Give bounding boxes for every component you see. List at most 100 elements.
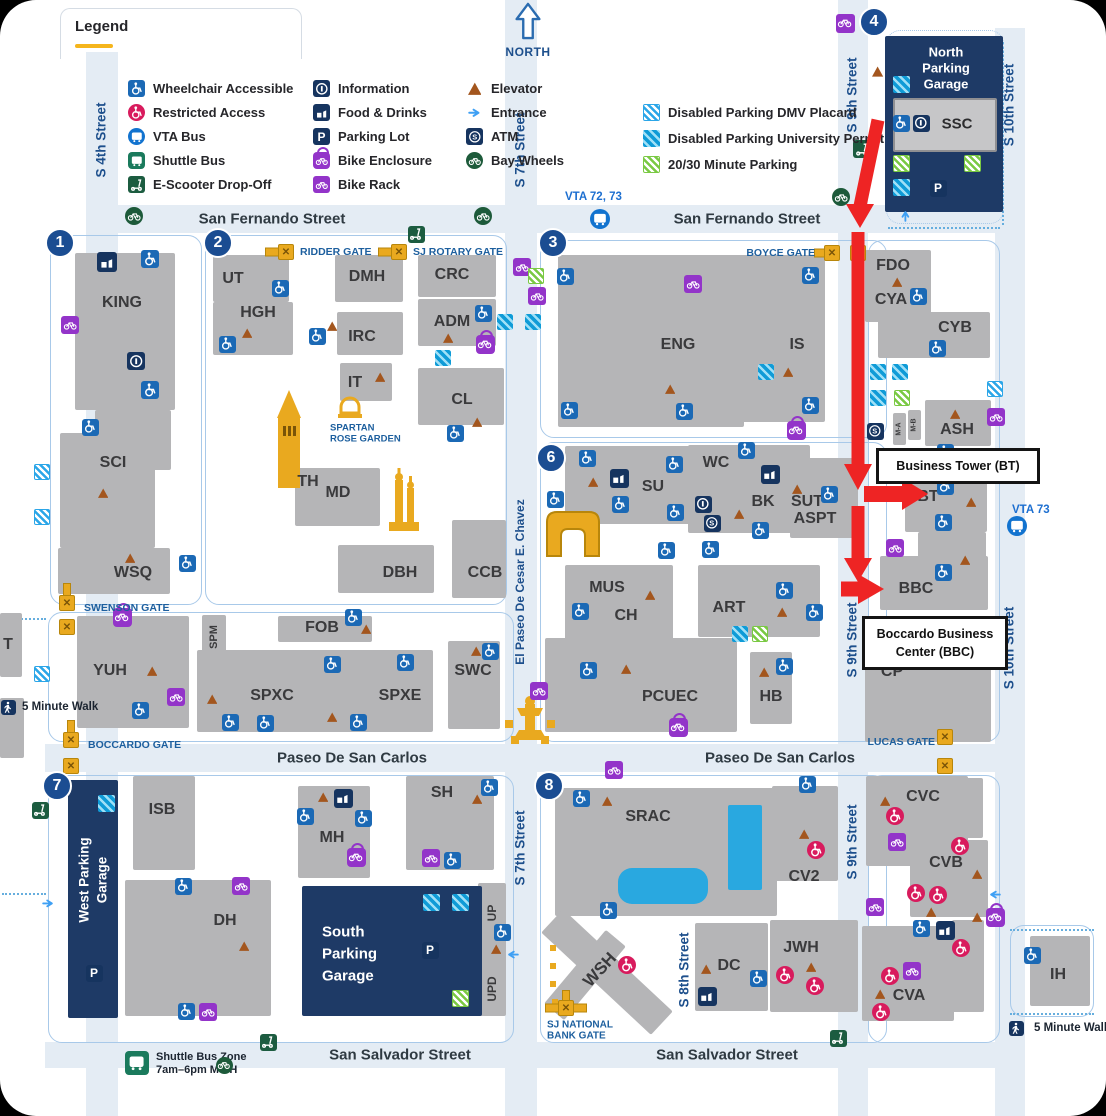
restricted-access-icon: [929, 886, 947, 904]
elevator-icon: [805, 961, 818, 974]
building-label: CVC: [906, 788, 940, 805]
wheelchair-accessible-icon: [571, 602, 589, 620]
wheelchair-accessible-icon: [820, 485, 838, 503]
elevator-icon: [733, 508, 746, 521]
wheelchair-accessible-icon: [221, 713, 239, 731]
bike-rack-icon: [605, 761, 623, 779]
elevator-icon: [326, 711, 339, 724]
north-indicator: NORTH: [505, 2, 551, 59]
wheelchair-accessible-icon: [493, 923, 511, 941]
20-30-minute-parking-icon: [451, 989, 469, 1007]
building-label: WSQ: [113, 564, 153, 581]
bike-rack-icon: [903, 962, 921, 980]
disabled-parking-university-permit-icon: [870, 364, 886, 380]
wheelchair-accessible-icon: [141, 381, 159, 399]
elevator-icon: [471, 793, 484, 806]
building-dbh: [338, 545, 434, 593]
elevator-icon: [879, 795, 892, 808]
map-label: SPARTAN: [330, 422, 375, 434]
building-label: DC: [717, 957, 741, 974]
building-label: IT: [347, 374, 363, 391]
building-label: SCI: [99, 454, 127, 471]
landmark-goldsq: [550, 974, 556, 987]
wheelchair-accessible-icon: [572, 789, 590, 807]
wheelchair-accessible-icon: [271, 279, 289, 297]
wheelchair-accessible-icon: [701, 540, 719, 558]
building-dmh: [335, 255, 403, 302]
building-label: MH: [319, 829, 345, 846]
building-label: SPXE: [378, 687, 422, 704]
building-label: M-A: [895, 422, 903, 436]
information-icon: [127, 352, 145, 370]
food-drinks-icon: [313, 104, 330, 121]
wheelchair-accessible-icon: [443, 851, 461, 869]
wheelchair-accessible-icon: [308, 327, 326, 345]
e-scooter-dropoff-icon: [829, 1029, 847, 1047]
wheelchair-accessible-icon: [296, 807, 314, 825]
wheelchair-accessible-icon: [81, 418, 99, 436]
entrance-arrow-icon: [987, 887, 1003, 903]
gate-label: BOCCARDO GATE: [88, 739, 182, 751]
wheelchair-accessible-icon: [775, 657, 793, 675]
wheelchair-accessible-icon: [666, 503, 684, 521]
elevator-icon: [700, 963, 713, 976]
atm-icon: S: [866, 422, 884, 440]
building-label: BK: [751, 493, 775, 510]
building-it: [340, 363, 392, 401]
legend-item: Information: [313, 80, 410, 97]
gate-bar: [573, 1003, 587, 1013]
bike-rack-icon: [232, 877, 250, 895]
bay-wheels-icon: [466, 152, 483, 169]
bike-enclosure-icon: [475, 329, 495, 354]
legend-item: Disabled Parking DMV Placard: [643, 104, 857, 121]
building-label: IRC: [348, 328, 376, 345]
building-label: ASPT: [793, 510, 837, 527]
wheelchair-accessible-icon: [912, 919, 930, 937]
building-t: [0, 613, 22, 677]
wheelchair-accessible-icon: [892, 114, 910, 132]
building-label: PCUEC: [641, 688, 699, 705]
legend-item: E-Scooter Drop-Off: [128, 176, 271, 193]
legend-item-label: Food & Drinks: [338, 105, 427, 120]
elevator-icon: [620, 663, 633, 676]
legend-item-label: ATM: [491, 129, 519, 144]
elevator-icon: [206, 693, 219, 706]
landmark-bell: [336, 396, 364, 418]
legend-item-label: Disabled Parking University Permit: [668, 131, 885, 146]
disabled-parking-university-permit-icon: [892, 178, 910, 196]
vta-bus-icon: [590, 209, 610, 229]
elevator-icon: [374, 371, 387, 384]
gate-icon: ✕: [558, 1000, 574, 1016]
wheelchair-accessible-icon: [737, 441, 755, 459]
building-label: SWC: [454, 662, 492, 679]
wheelchair-accessible-icon: [675, 402, 693, 420]
e-scooter-dropoff-icon: [31, 801, 49, 819]
elevator-icon: [776, 606, 789, 619]
legend-item: 20/30 Minute Parking: [643, 156, 797, 173]
building-label: SUT: [791, 493, 823, 510]
building-label: SRAC: [625, 808, 671, 825]
building-label: UT: [222, 270, 244, 287]
street-label: S 10th Street: [1001, 63, 1017, 147]
wheelchair-accessible-icon: [749, 969, 767, 987]
restricted-access-icon: [951, 837, 969, 855]
food-drinks-icon: [760, 464, 780, 484]
elevator-icon: [758, 666, 771, 679]
building-label: FDO: [876, 257, 910, 274]
street-label: S 8th Street: [676, 932, 692, 1008]
elevator-icon: [471, 416, 484, 429]
wheelchair-accessible-icon: [481, 642, 499, 660]
bike-rack-icon: [199, 1003, 217, 1021]
information-icon: [694, 495, 712, 513]
wheelchair-accessible-icon: [177, 1002, 195, 1020]
legend-title-underline: [75, 44, 113, 48]
bike-enclosure-icon: [313, 147, 330, 169]
zone-outline: [48, 775, 514, 1043]
street-label: San Fernando Street: [673, 210, 821, 228]
building-label: Parking: [922, 60, 970, 76]
svg-text:S: S: [472, 132, 477, 141]
legend-item: Entrance: [466, 104, 547, 121]
bike-rack-icon: [167, 688, 185, 706]
